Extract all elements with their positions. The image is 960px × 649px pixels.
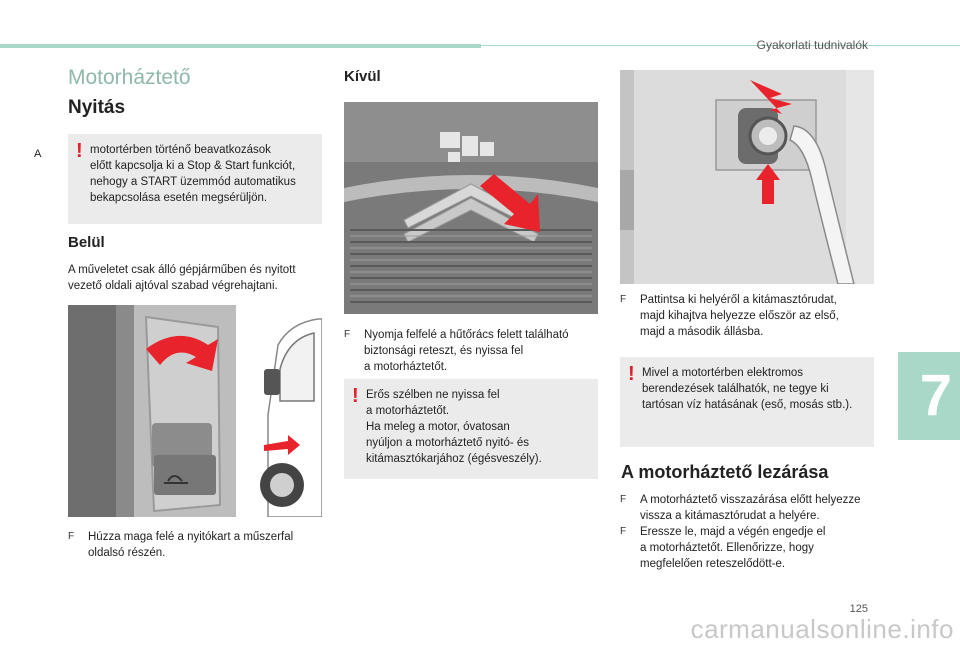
- text-line: A műveletet csak álló gépjárműben és nyi…: [68, 264, 296, 276]
- warning-line: nyúljon a motorháztető nyitó- és: [366, 437, 530, 449]
- grille-latch-drawing: [344, 102, 598, 314]
- illustration-support-rod: [620, 70, 874, 284]
- bullet-close-1: F A motorháztető visszazárása előtt hely…: [620, 492, 861, 524]
- bullet-push-latch: F Nyomja felfelé a hűtőrács felett talál…: [344, 327, 569, 375]
- warning-icon: !: [76, 140, 83, 162]
- chapter-tab: [898, 352, 960, 440]
- text-line: A motorháztető visszazárása előtt helyez…: [640, 494, 861, 506]
- warning-icon: !: [628, 363, 635, 385]
- warning-line: kitámasztókarjához (égésveszély).: [366, 453, 542, 465]
- bullet-pull-lever: F Húzza maga felé a nyitókart a műszerfa…: [68, 529, 293, 561]
- warning-line: Ha meleg a motor, óvatosan: [366, 421, 510, 433]
- heading-inside: Belül: [68, 234, 105, 251]
- warning-box-water: ! Mivel a motortérben elektromos berende…: [620, 357, 874, 447]
- inside-text: A műveletet csak álló gépjárműben és nyi…: [68, 262, 296, 294]
- text-line: a motorháztetőt.: [364, 361, 448, 373]
- text-line: vezető oldali ajtóval szabad végrehajtan…: [68, 280, 278, 292]
- text-line: vissza a kitámasztórudat a helyére.: [640, 510, 820, 522]
- bullet-icon: F: [344, 329, 351, 340]
- illustration-interior-lever: [68, 305, 322, 517]
- bullet-close-2: F Eressze le, majd a végén engedje el a …: [620, 524, 825, 572]
- text-line: Nyomja felfelé a hűtőrács felett találha…: [364, 329, 569, 341]
- heading-outside: Kívül: [344, 68, 381, 85]
- support-rod-drawing: [620, 70, 874, 284]
- warning-line: bekapcsolása esetén megsérüljön.: [90, 192, 268, 204]
- warning-line: tartósan víz hatásának (eső, mosás stb.)…: [642, 399, 853, 411]
- warning-box-wind-heat: ! Erős szélben ne nyissa fel a motorházt…: [344, 379, 598, 479]
- bullet-icon: F: [68, 531, 75, 542]
- bullet-icon: F: [620, 494, 627, 505]
- bullet-icon: F: [620, 294, 627, 305]
- warning-line: Mivel a motortérben elektromos: [642, 367, 804, 379]
- section-label: Gyakorlati tudnivalók: [756, 38, 868, 52]
- warning-line: berendezések találhatók, ne tegye ki: [642, 383, 829, 395]
- watermark: carmanualsonline.info: [690, 614, 954, 644]
- text-line: oldalsó részén.: [88, 547, 166, 559]
- page-title: Motorháztető: [68, 66, 191, 89]
- header-rule: [481, 45, 960, 46]
- subtitle-opening: Nyitás: [68, 97, 126, 118]
- text-line: majd kihajtva helyezze először az első,: [640, 310, 839, 322]
- margin-letter: A: [34, 148, 42, 160]
- chapter-number: 7: [919, 363, 952, 428]
- text-line: Húzza maga felé a nyitókart a műszerfal: [88, 531, 294, 543]
- text-line: Pattintsa ki helyéről a kitámasztórudat,: [640, 294, 837, 306]
- interior-lever-drawing: [68, 305, 322, 517]
- text-line: majd a második állásba.: [640, 326, 764, 338]
- bullet-icon: F: [620, 526, 627, 537]
- warning-line: a motorháztetőt.: [366, 405, 450, 417]
- warning-icon: !: [352, 385, 359, 407]
- text-line: Eressze le, majd a végén engedje el: [640, 526, 826, 538]
- bullet-support-rod: F Pattintsa ki helyéről a kitámasztóruda…: [620, 292, 839, 340]
- text-line: megfelelően reteszelődött-e.: [640, 558, 786, 570]
- text-line: a motorháztetőt. Ellenőrizze, hogy: [640, 542, 814, 554]
- warning-line: előtt kapcsolja ki a Stop & Start funkci…: [90, 160, 296, 172]
- illustration-grille-latch: [344, 102, 598, 314]
- page-number: 125: [849, 603, 868, 615]
- header-accent-bar: [0, 44, 481, 48]
- text-line: biztonsági reteszt, és nyissa fel: [364, 345, 524, 357]
- warning-line: nehogy a START üzemmód automatikus: [90, 176, 296, 188]
- warning-line: motortérben történő beavatkozások: [90, 144, 271, 156]
- heading-closing: A motorháztető lezárása: [621, 462, 829, 482]
- warning-line: Erős szélben ne nyissa fel: [366, 389, 500, 401]
- warning-box-stopstart: ! motortérben történő beavatkozások előt…: [68, 134, 322, 224]
